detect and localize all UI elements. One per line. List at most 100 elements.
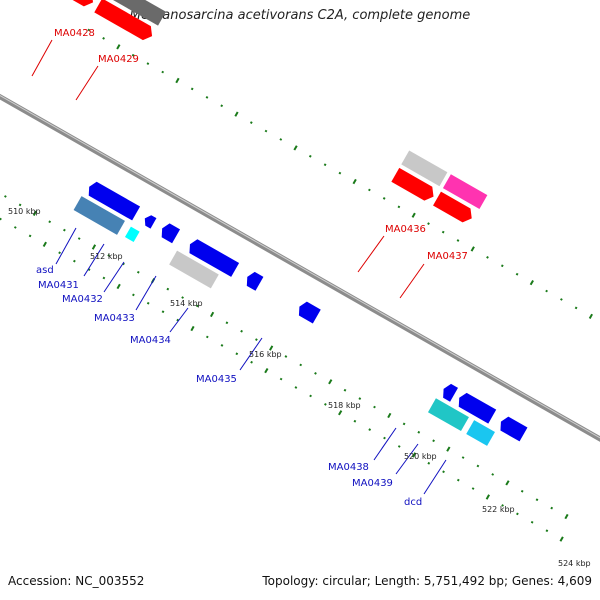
gene-label-ma0435: MA0435 [196, 374, 237, 385]
kbp-label: 516 kbp [249, 350, 282, 359]
gene-ma0431-block[interactable] [124, 226, 140, 243]
tick-mark [284, 355, 288, 358]
tick-mark [560, 298, 563, 301]
tick-mark [87, 268, 91, 271]
gene-ma0434-arrow[interactable] [243, 270, 264, 291]
tick-mark [411, 452, 417, 458]
gene-ma0438-block[interactable] [427, 398, 469, 432]
tick-mark [235, 352, 239, 356]
gene-ma0436-arrow[interactable] [391, 167, 437, 204]
gene-ma0429-block[interactable] [104, 0, 166, 26]
tick-mark [411, 212, 416, 218]
tick-mark [176, 318, 180, 322]
tick-mark [368, 428, 372, 431]
gene-label-ma0437: MA0437 [427, 251, 468, 262]
tick-mark [358, 397, 362, 400]
gene-ma0439-arrow[interactable] [455, 391, 497, 424]
tick-mark [116, 44, 121, 50]
map-title: Methanosarcina acetivorans C2A, complete… [129, 8, 471, 23]
gene-asd-block[interactable] [73, 196, 125, 235]
tick-mark [417, 430, 421, 434]
gene-label-asd: asd [36, 265, 54, 276]
tick-mark [545, 529, 549, 533]
tick-mark [269, 345, 274, 351]
tick-mark [249, 121, 253, 124]
tick-mark [190, 87, 194, 91]
tick-mark [441, 230, 445, 234]
tick-mark [264, 129, 268, 133]
gene-ma0435-arrow[interactable] [295, 300, 321, 324]
tick-mark [122, 262, 125, 266]
tick-mark [146, 62, 150, 66]
tick-mark [456, 478, 460, 482]
tick-mark [432, 439, 435, 443]
tick-mark [402, 422, 406, 426]
tick-mark [42, 241, 47, 247]
gene-ma0437-arrow[interactable] [433, 191, 476, 226]
gene-ma0437-block[interactable] [442, 174, 488, 209]
tick-mark [205, 95, 209, 99]
gene-labels: MA0428 MA0429 MA0436 MA0437 asd MA0431 M… [36, 28, 468, 508]
tick-mark [0, 217, 2, 221]
gene-ma0428-arrow[interactable] [49, 0, 97, 9]
tick-mark [516, 512, 519, 516]
gene-ma0431-arrow[interactable] [142, 213, 157, 229]
tick-mark [353, 419, 357, 423]
tick-mark [4, 195, 7, 198]
gene-ma0436-block[interactable] [401, 150, 448, 187]
tick-mark [485, 494, 490, 500]
gene-ma0439-block[interactable] [466, 420, 495, 446]
tick-mark [520, 489, 524, 493]
gene-ma0433-arrow[interactable] [186, 237, 240, 277]
tick-mark [505, 480, 510, 486]
tick-mark [131, 53, 135, 57]
tick-mark [195, 304, 199, 308]
kbp-label: 514 kbp [170, 299, 203, 308]
tick-mark [486, 255, 489, 259]
tick-mark [146, 301, 150, 305]
tick-mark [314, 371, 317, 375]
tick-mark [116, 283, 121, 290]
topology-label: Topology: circular; Length: 5,751,492 bp… [262, 574, 592, 588]
kbp-label: 524 kbp [558, 559, 591, 568]
kbp-label: 520 kbp [404, 452, 437, 461]
tick-mark [427, 461, 431, 465]
tick-mark [255, 338, 258, 342]
gene-ma0433-block[interactable] [169, 250, 219, 289]
tick-mark [175, 77, 180, 84]
tick-mark [456, 239, 460, 242]
gene-ma0429-arrow[interactable] [94, 0, 156, 43]
tick-mark [397, 445, 401, 448]
tick-mark [491, 473, 495, 476]
gene-asd-arrow[interactable] [85, 180, 141, 221]
gene-dcd-arrow[interactable] [497, 415, 528, 442]
tick-mark [373, 405, 376, 409]
tick-mark [328, 379, 333, 385]
tick-mark [279, 377, 283, 381]
tick-mark [383, 436, 386, 440]
gene-label-ma0428: MA0428 [54, 28, 95, 39]
tick-mark [91, 244, 97, 250]
accession-label: Accession: NC_003552 [8, 574, 145, 588]
gene-features [49, 0, 528, 446]
tick-mark [132, 293, 135, 297]
tick-mark [293, 145, 298, 151]
gene-ma0432-arrow[interactable] [158, 221, 181, 244]
tick-mark [427, 222, 430, 226]
tick-mark [530, 520, 534, 524]
gene-label-ma0433: MA0433 [94, 313, 135, 324]
tick-mark [588, 313, 593, 319]
tick-mark [225, 321, 229, 325]
tick-mark [461, 456, 465, 459]
tick-mark [382, 197, 386, 200]
tick-mark [136, 270, 140, 274]
kbp-label: 512 kbp [90, 252, 123, 261]
tick-mark [338, 171, 342, 175]
tick-mark [574, 306, 578, 310]
tick-mark [397, 205, 401, 209]
tick-mark [220, 344, 224, 347]
gene-ma0438-arrow[interactable] [440, 382, 458, 402]
tick-mark [250, 360, 253, 364]
tick-mark [166, 287, 170, 291]
tick-mark [387, 412, 392, 419]
